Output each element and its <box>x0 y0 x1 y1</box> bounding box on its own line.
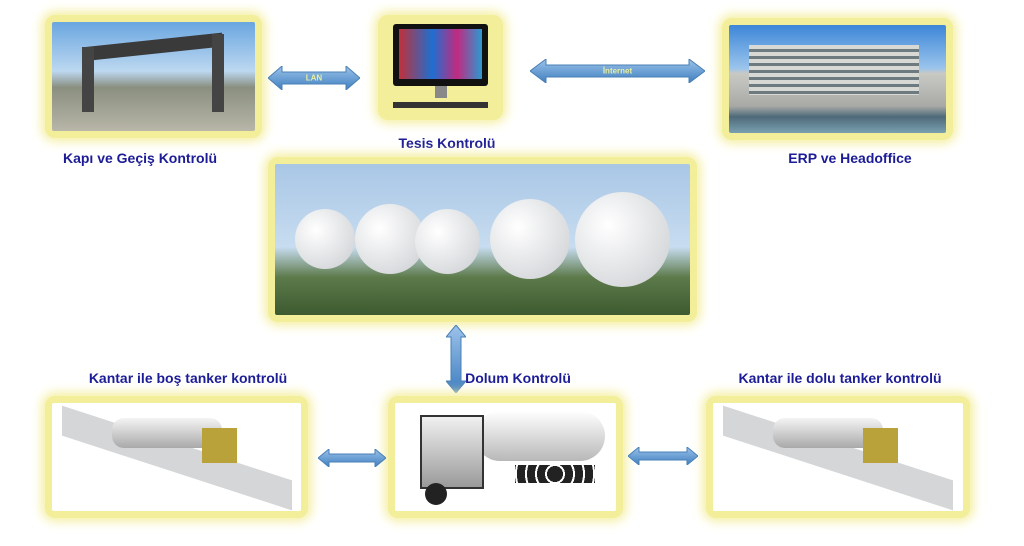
empty-tanker-scale-image <box>52 403 301 511</box>
erp-label: ERP ve Headoffice <box>788 150 912 166</box>
facility-label: Tesis Kontrolü <box>398 135 496 151</box>
lan-arrow: LAN <box>267 64 361 92</box>
storage-tanks-image <box>275 164 690 315</box>
gate-image-frame <box>45 15 262 138</box>
lan-label: LAN <box>305 73 323 83</box>
computer-image <box>385 22 496 113</box>
filling-frame <box>388 396 623 518</box>
tanker-truck-image <box>395 403 616 511</box>
computer-image-frame <box>378 15 503 120</box>
gate-label: Kapı ve Geçiş Kontrolü <box>62 150 218 166</box>
filling-arrow <box>444 324 468 394</box>
full-weigh-frame <box>706 396 970 518</box>
erp-building-image <box>729 25 946 133</box>
empty-weigh-label: Kantar ile boş tanker kontrolü <box>88 370 288 386</box>
internet-arrow: İnternet <box>529 58 706 84</box>
gate-image <box>52 22 255 131</box>
internet-label: İnternet <box>602 66 633 76</box>
full-weigh-label: Kantar ile dolu tanker kontrolü <box>738 370 942 386</box>
full-tanker-scale-image <box>713 403 963 511</box>
filling-label: Dolum Kontrolü <box>465 370 571 386</box>
filling-to-full-arrow <box>627 445 699 467</box>
empty-weigh-frame <box>45 396 308 518</box>
storage-tanks-frame <box>268 157 697 322</box>
empty-to-filling-arrow <box>317 447 387 469</box>
erp-image-frame <box>722 18 953 140</box>
